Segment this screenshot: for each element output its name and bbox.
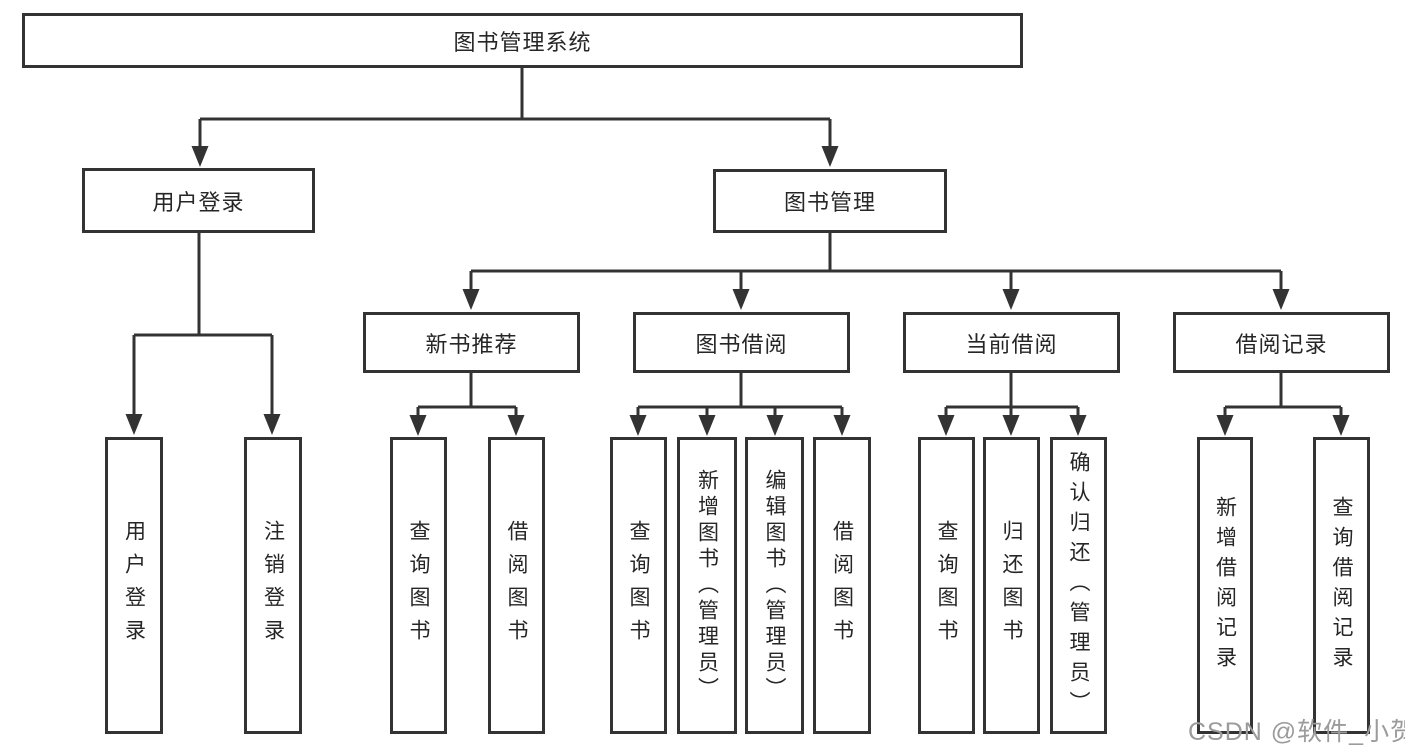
node-return-books-label: 归还图书 bbox=[1000, 519, 1023, 652]
node-query-books-label: 查询图书 bbox=[407, 519, 430, 652]
node-user-login-action: 用户登录 bbox=[105, 437, 163, 734]
node-edit-books-admin-label: 编辑图书（管理员） bbox=[763, 468, 786, 703]
node-logout-action-label: 注销登录 bbox=[261, 519, 285, 652]
node-book-management-label: 图书管理 bbox=[783, 190, 876, 215]
node-user-login: 用户登录 bbox=[82, 168, 315, 233]
node-edit-books-admin: 编辑图书（管理员） bbox=[745, 437, 804, 734]
node-book-borrow: 图书借阅 bbox=[633, 312, 850, 373]
node-confirm-return-admin-label: 确认归还（管理员） bbox=[1067, 450, 1090, 721]
node-borrow-books-label: 借阅图书 bbox=[505, 519, 528, 652]
node-logout-action: 注销登录 bbox=[244, 437, 302, 734]
node-book-borrow-label: 图书借阅 bbox=[695, 331, 788, 357]
node-query-borrow-record: 查询借阅记录 bbox=[1313, 437, 1370, 734]
node-root: 图书管理系统 bbox=[22, 13, 1023, 68]
node-new-book-recommend-label: 新书推荐 bbox=[425, 331, 518, 357]
csdn-watermark: CSDN @软件_小贺同学 bbox=[1188, 718, 1405, 746]
node-current-borrow-label: 当前借阅 bbox=[965, 331, 1058, 357]
node-borrow-records: 借阅记录 bbox=[1173, 312, 1390, 373]
node-borrow-records-label: 借阅记录 bbox=[1235, 331, 1328, 357]
node-user-login-action-label: 用户登录 bbox=[122, 519, 146, 652]
node-new-book-recommend: 新书推荐 bbox=[363, 312, 580, 373]
node-return-books: 归还图书 bbox=[983, 437, 1040, 734]
node-add-borrow-record: 新增借阅记录 bbox=[1197, 437, 1253, 734]
node-query-borrow-record-label: 查询借阅记录 bbox=[1330, 495, 1353, 676]
node-user-login-label: 用户登录 bbox=[152, 189, 245, 215]
node-add-books-admin: 新增图书（管理员） bbox=[677, 437, 737, 734]
node-query-books-label: 查询图书 bbox=[935, 519, 958, 652]
node-borrow-books-label: 借阅图书 bbox=[830, 519, 854, 652]
node-query-books: 查询图书 bbox=[918, 437, 975, 734]
node-query-books-label: 查询图书 bbox=[627, 519, 650, 652]
node-add-books-admin-label: 新增图书（管理员） bbox=[695, 468, 719, 703]
node-query-books: 查询图书 bbox=[610, 437, 667, 734]
arrowheads bbox=[125, 146, 1350, 436]
node-confirm-return-admin: 确认归还（管理员） bbox=[1050, 437, 1107, 734]
node-query-books: 查询图书 bbox=[390, 437, 447, 734]
node-current-borrow: 当前借阅 bbox=[903, 312, 1120, 373]
node-book-management: 图书管理 bbox=[713, 169, 947, 233]
node-add-borrow-record-label: 新增借阅记录 bbox=[1213, 495, 1237, 676]
node-borrow-books: 借阅图书 bbox=[488, 437, 545, 734]
node-borrow-books: 借阅图书 bbox=[813, 437, 871, 734]
node-root-label: 图书管理系统 bbox=[453, 29, 592, 55]
